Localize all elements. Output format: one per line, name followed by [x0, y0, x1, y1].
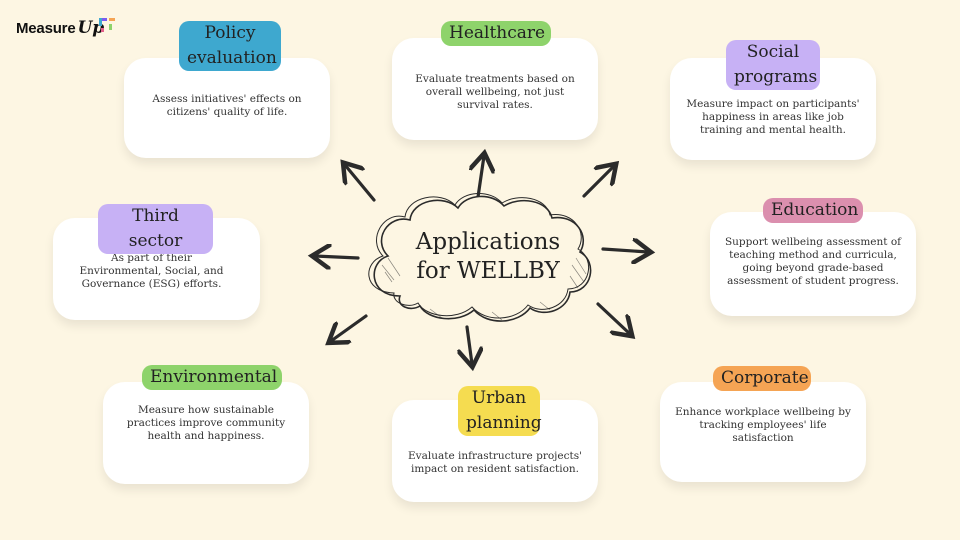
card-corporate: Enhance workplace wellbeing by tracking … — [660, 382, 866, 482]
label-social-line2: programs — [734, 65, 812, 90]
card-third-text: As part of their Environmental, Social, … — [73, 252, 230, 291]
center-title: Applications for WELLBY — [393, 228, 583, 286]
card-urban-text: Evaluate infrastructure projects' impact… — [404, 450, 586, 476]
arrow-third — [315, 256, 358, 258]
label-policy-line2: evaluation — [187, 46, 273, 71]
card-corporate-text: Enhance workplace wellbeing by tracking … — [672, 406, 854, 445]
label-social-programs: Social programs — [726, 40, 820, 90]
card-education-text: Support wellbeing assessment of teaching… — [722, 236, 904, 288]
arrow-policy — [345, 165, 374, 200]
card-healthcare-text: Evaluate treatments based on overall wel… — [404, 73, 586, 112]
arrow-urban — [467, 327, 472, 364]
card-environmental-text: Measure how sustainable practices improv… — [115, 404, 297, 443]
arrow-environmental — [331, 316, 366, 341]
center-title-line2: for WELLBY — [393, 257, 583, 286]
label-urban-line2: planning — [466, 411, 532, 436]
label-policy-line1: Policy — [187, 21, 273, 46]
center-title-line1: Applications — [393, 228, 583, 257]
label-policy-evaluation: Policy evaluation — [179, 21, 281, 71]
label-social-line1: Social — [734, 40, 812, 65]
label-corporate: Corporate — [713, 366, 811, 391]
label-healthcare: Healthcare — [441, 21, 551, 46]
label-third-sector: Third sector — [98, 204, 213, 254]
label-environmental: Environmental — [142, 365, 282, 390]
arrow-healthcare — [478, 156, 484, 197]
card-environmental: Measure how sustainable practices improv… — [103, 382, 309, 484]
arrow-corporate — [598, 304, 630, 334]
card-policy-evaluation: Assess initiatives' effects on citizens'… — [124, 58, 330, 158]
card-education: Support wellbeing assessment of teaching… — [710, 212, 916, 316]
card-social-text: Measure impact on participants' happines… — [682, 98, 864, 137]
card-policy-text: Assess initiatives' effects on citizens'… — [136, 93, 318, 119]
label-urban-planning: Urban planning — [458, 386, 540, 436]
arrow-social — [584, 166, 614, 196]
card-healthcare: Evaluate treatments based on overall wel… — [392, 38, 598, 140]
arrow-education — [603, 249, 648, 252]
label-urban-line1: Urban — [466, 386, 532, 411]
label-education: Education — [763, 198, 863, 223]
